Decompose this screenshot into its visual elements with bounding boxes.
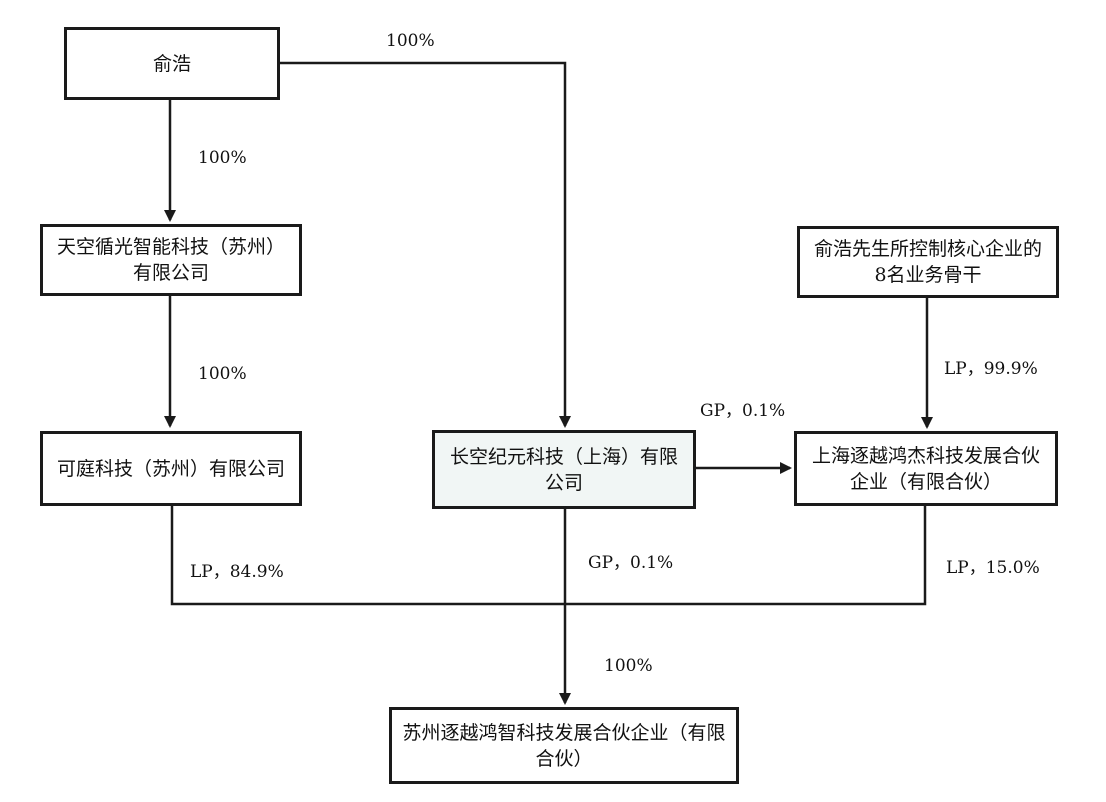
- label-changkong-to-shanghai: GP，0.1%: [700, 401, 786, 421]
- node-tiankong: 天空循光智能科技（苏州）有限公司: [40, 224, 302, 296]
- node-shanghai-partnership-label: 上海逐越鸿杰科技发展合伙企业（有限合伙）: [811, 444, 1040, 493]
- node-keting-label: 可庭科技（苏州）有限公司: [56, 457, 285, 480]
- node-changkong: 长空纪元科技（上海）有限公司: [432, 430, 696, 509]
- label-tiankong-to-keting: 100%: [198, 364, 247, 384]
- node-core-staff-label: 俞浩先生所控制核心企业的8名业务骨干: [813, 238, 1042, 286]
- node-core-staff: 俞浩先生所控制核心企业的8名业务骨干: [797, 226, 1059, 298]
- label-shanghai-lp: LP，15.0%: [946, 558, 1040, 578]
- edge-yu-to-changkong: [280, 61, 571, 428]
- node-suzhou-partnership-label: 苏州逐越鸿智科技发展合伙企业（有限合伙）: [402, 721, 726, 770]
- node-changkong-label: 长空纪元科技（上海）有限公司: [449, 445, 678, 494]
- node-tiankong-label: 天空循光智能科技（苏州）有限公司: [56, 236, 285, 284]
- label-yu-to-changkong: 100%: [386, 31, 435, 51]
- node-yu-hao: 俞浩: [64, 27, 280, 100]
- edge-shanghai-branch: [565, 506, 927, 606]
- node-suzhou-partnership: 苏州逐越鸿智科技发展合伙企业（有限合伙）: [389, 707, 739, 784]
- node-keting: 可庭科技（苏州）有限公司: [40, 431, 302, 506]
- label-changkong-gp: GP，0.1%: [588, 553, 674, 573]
- label-core-staff-to-shanghai: LP，99.9%: [944, 359, 1038, 379]
- label-combined-to-suzhou: 100%: [604, 656, 653, 676]
- node-yu-hao-label: 俞浩: [152, 52, 191, 75]
- label-yu-to-tiankong: 100%: [198, 148, 247, 168]
- edge-keting-branch: [170, 506, 565, 606]
- label-keting-lp: LP，84.9%: [190, 562, 284, 582]
- node-shanghai-partnership: 上海逐越鸿杰科技发展合伙企业（有限合伙）: [794, 431, 1058, 506]
